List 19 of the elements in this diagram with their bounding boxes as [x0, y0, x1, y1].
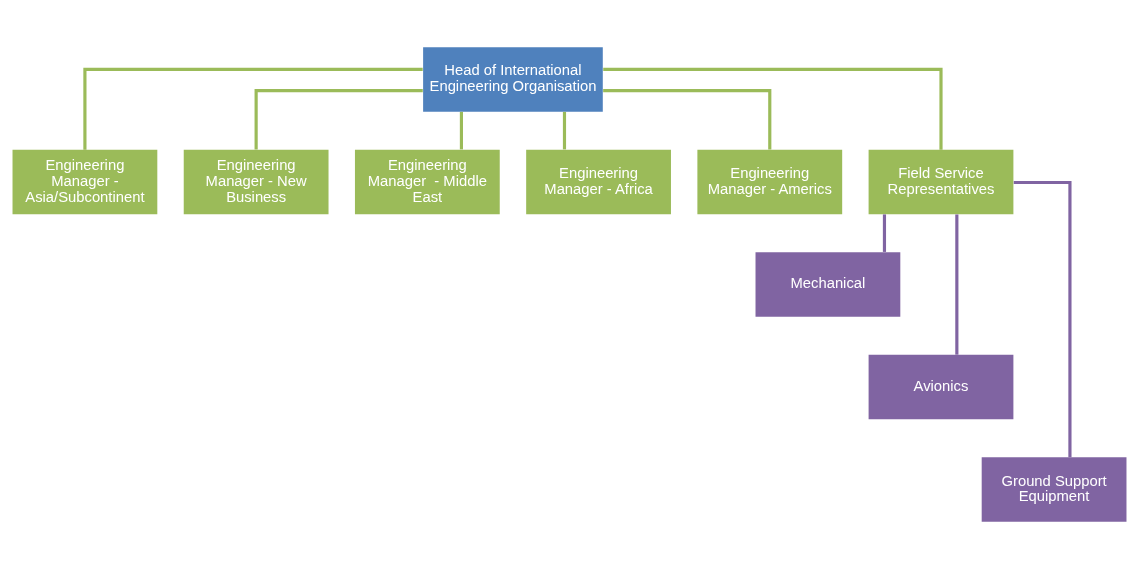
connector: [562, 111, 567, 149]
connector: [1013, 180, 1072, 457]
connector: [603, 67, 943, 150]
connector: [603, 88, 772, 149]
node-box: Mechanical: [755, 251, 901, 317]
node-box: Engineering Manager - Americs: [697, 149, 843, 214]
connector: [955, 213, 959, 355]
connector: [254, 88, 423, 149]
node-box: Engineering Manager - Asia/Subcontinent: [12, 149, 158, 214]
node-box: Field Service Representatives: [868, 149, 1014, 214]
connector: [83, 67, 423, 150]
node-box: Engineering Manager - Africa: [526, 149, 671, 214]
node-box: Head of International Engineering Organisation: [423, 46, 603, 112]
node-box: Engineering Manager - Middle East: [354, 149, 500, 214]
connector: [459, 111, 463, 149]
connector: [882, 213, 887, 252]
node-box: Engineering Manager - New Business: [183, 149, 329, 214]
node-box: Ground Support Equipment: [981, 456, 1127, 522]
node-box: Avionics: [868, 354, 1014, 419]
